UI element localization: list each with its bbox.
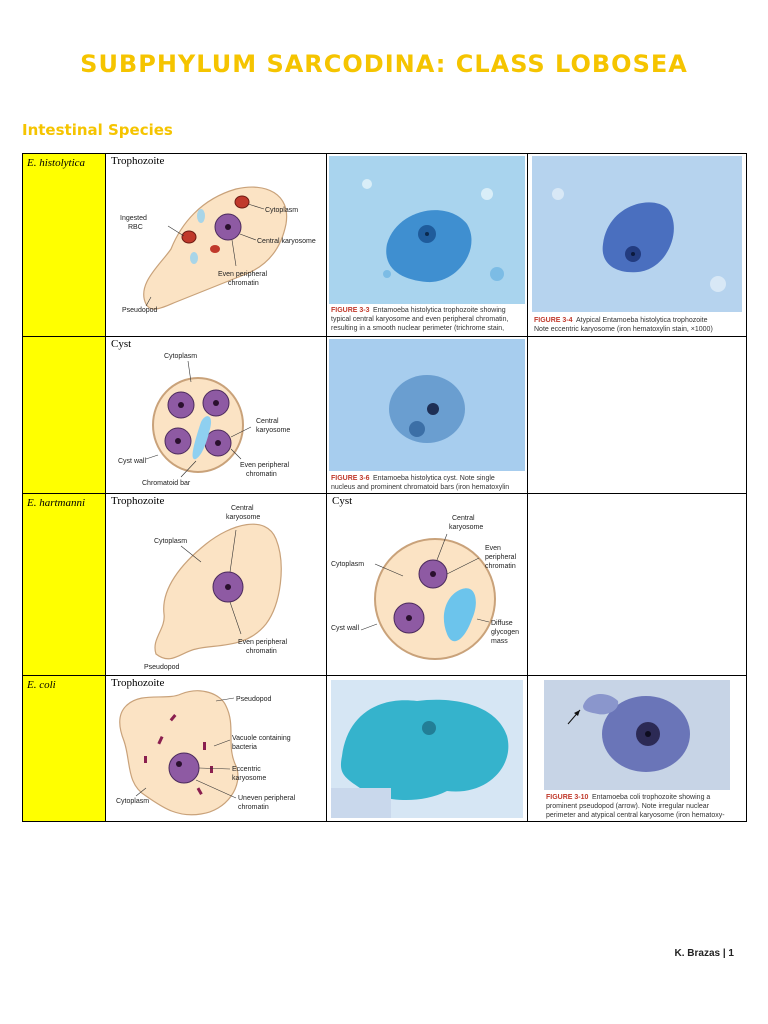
label-even: Even <box>485 545 501 552</box>
micrograph-cell: FIGURE 3-10 Entamoeba coli trophozoite s… <box>527 675 747 822</box>
diagram-cell: Cyst Cytoplasm Central karyosome Cyst wa… <box>105 336 327 494</box>
micrograph-image: FIGURE 3-3 Entamoeba histolytica trophoz… <box>329 156 525 334</box>
figure-caption-line: Entamoeba histolytica trophozoite showin… <box>373 307 506 314</box>
label-glycogen: glycogen <box>491 629 519 636</box>
label-chromatin-b: chromatin <box>238 804 269 811</box>
table-row: E. histolytica Trophozoite Cytoplasm Ing… <box>22 153 747 337</box>
page-title: SUBPHYLUM SARCODINA: CLASS LOBOSEA <box>80 50 688 78</box>
trophozoite-diagram: Central karyosome Cytoplasm Even periphe… <box>144 505 287 671</box>
label-eccentric: Eccentric <box>232 766 261 773</box>
label-karyosome: Central karyosome <box>257 238 316 245</box>
label-chromatin-a: Even peripheral <box>218 271 267 278</box>
label-pseudopod: Pseudopod <box>144 664 180 671</box>
micrograph-cell <box>326 675 528 822</box>
label-chromatin-a: Uneven peripheral <box>238 795 296 802</box>
diagram-cell: Cyst Central karyosome Even peripheral c… <box>326 493 528 676</box>
micrograph-image: FIGURE 3-10 Entamoeba coli trophozoite s… <box>544 680 730 820</box>
figure-label: FIGURE 3-6 <box>331 475 370 482</box>
label-pseudopod: Pseudopod <box>122 307 158 314</box>
figure-caption-line: resulting in a smooth nuclear perimeter … <box>331 325 504 332</box>
stage-label: Trophozoite <box>111 155 165 167</box>
species-name <box>23 337 105 343</box>
label-cyst-wall: Cyst wall <box>331 625 359 632</box>
species-name: E. hartmanni <box>27 497 86 509</box>
trophozoite-diagram: Pseudopod Vacuole containing bacteria Ec… <box>116 690 296 816</box>
micrograph-image <box>331 680 523 818</box>
label-vacuole: Vacuole containing <box>232 735 291 742</box>
table-row: E. coli Trophozoite Pseudopod Vacuole co… <box>22 675 747 822</box>
label-cytoplasm: Cytoplasm <box>164 353 197 360</box>
label-chromatin-a: Even peripheral <box>240 462 289 469</box>
species-table: E. histolytica Trophozoite Cytoplasm Ing… <box>22 153 747 822</box>
species-cell <box>22 336 106 494</box>
page-footer: K. Brazas | 1 <box>674 948 735 959</box>
label-karyosome: karyosome <box>256 427 290 434</box>
label-karyosome: karyosome <box>226 514 260 521</box>
label-karyosome: karyosome <box>232 775 266 782</box>
diagram-cell: Trophozoite Cytoplasm Ingested RBC Centr… <box>105 153 327 337</box>
label-mass: mass <box>491 638 508 645</box>
label-chromatin: chromatin <box>485 563 516 570</box>
label-ingested: Ingested <box>120 215 147 222</box>
table-row: Cyst Cytoplasm Central karyosome Cyst wa… <box>22 336 747 494</box>
micrograph-image: FIGURE 3-4 Atypical Entamoeba histolytic… <box>532 156 742 336</box>
figure-caption-line: typical central karyosome and even perip… <box>331 316 508 323</box>
label-central: Central <box>256 418 279 425</box>
figure-label: FIGURE 3-10 <box>546 794 589 801</box>
label-rbc: RBC <box>128 224 143 231</box>
table-row: E. hartmanni Trophozoite Central karyoso… <box>22 493 747 676</box>
stage-label: Trophozoite <box>111 495 165 507</box>
cyst-diagram: Cytoplasm Central karyosome Cyst wall Ev… <box>118 353 290 487</box>
figure-caption-line: perimeter and atypical central karyosome… <box>546 812 725 819</box>
label-cytoplasm: Cytoplasm <box>331 561 364 568</box>
label-karyosome: karyosome <box>449 524 483 531</box>
figure-caption-line: prominent pseudopod (arrow). Note irregu… <box>546 803 710 810</box>
micrograph-image: FIGURE 3-6 Entamoeba histolytica cyst. N… <box>329 339 525 493</box>
stage-label: Trophozoite <box>111 677 165 689</box>
figure-caption-line: Entamoeba coli trophozoite showing a <box>592 794 710 801</box>
figure-caption-line: nucleus and prominent chromatoid bars (i… <box>331 484 509 491</box>
figure-caption-line: Entamoeba histolytica cyst. Note single <box>373 475 495 482</box>
stage-label: Cyst <box>111 338 132 350</box>
label-chromatoid-bar: Chromatoid bar <box>142 480 191 487</box>
figure-caption-line: Atypical Entamoeba histolytica trophozoi… <box>576 317 708 324</box>
micrograph-cell: FIGURE 3-6 Entamoeba histolytica cyst. N… <box>326 336 528 494</box>
label-diffuse: Diffuse <box>491 620 513 627</box>
cyst-diagram: Central karyosome Even peripheral chroma… <box>331 515 519 660</box>
figure-label: FIGURE 3-3 <box>331 307 370 314</box>
label-cytoplasm: Cytoplasm <box>265 207 298 214</box>
species-cell: E. hartmanni <box>22 493 106 676</box>
label-cytoplasm: Cytoplasm <box>154 538 187 545</box>
figure-caption-line: Note eccentric karyosome (iron hematoxyl… <box>534 326 713 333</box>
label-chromatin-a: Even peripheral <box>238 639 287 646</box>
trophozoite-diagram: Cytoplasm Ingested RBC Central karyosome… <box>120 186 316 314</box>
figure-label: FIGURE 3-4 <box>534 317 573 324</box>
label-peripheral: peripheral <box>485 554 517 561</box>
stage-label: Cyst <box>332 495 353 507</box>
label-cyst-wall: Cyst wall <box>118 458 146 465</box>
label-chromatin-b: chromatin <box>246 471 277 478</box>
label-cytoplasm: Cytoplasm <box>116 798 149 805</box>
label-central: Central <box>231 505 254 512</box>
empty-cell <box>527 336 747 494</box>
label-pseudopod: Pseudopod <box>236 696 272 703</box>
label-chromatin-b: chromatin <box>246 648 277 655</box>
section-heading: Intestinal Species <box>22 121 173 139</box>
species-name: E. coli <box>27 679 56 691</box>
species-cell: E. coli <box>22 675 106 822</box>
label-bacteria: bacteria <box>232 744 257 751</box>
label-central: Central <box>452 515 475 522</box>
diagram-cell: Trophozoite Central karyosome Cytoplasm … <box>105 493 327 676</box>
diagram-cell: Trophozoite Pseudopod Vacuole containing… <box>105 675 327 822</box>
micrograph-cell: FIGURE 3-4 Atypical Entamoeba histolytic… <box>527 153 747 337</box>
species-name: E. histolytica <box>27 157 86 169</box>
species-cell: E. histolytica <box>22 153 106 337</box>
label-chromatin-b: chromatin <box>228 280 259 287</box>
micrograph-cell: FIGURE 3-3 Entamoeba histolytica trophoz… <box>326 153 528 337</box>
empty-cell <box>527 493 747 676</box>
